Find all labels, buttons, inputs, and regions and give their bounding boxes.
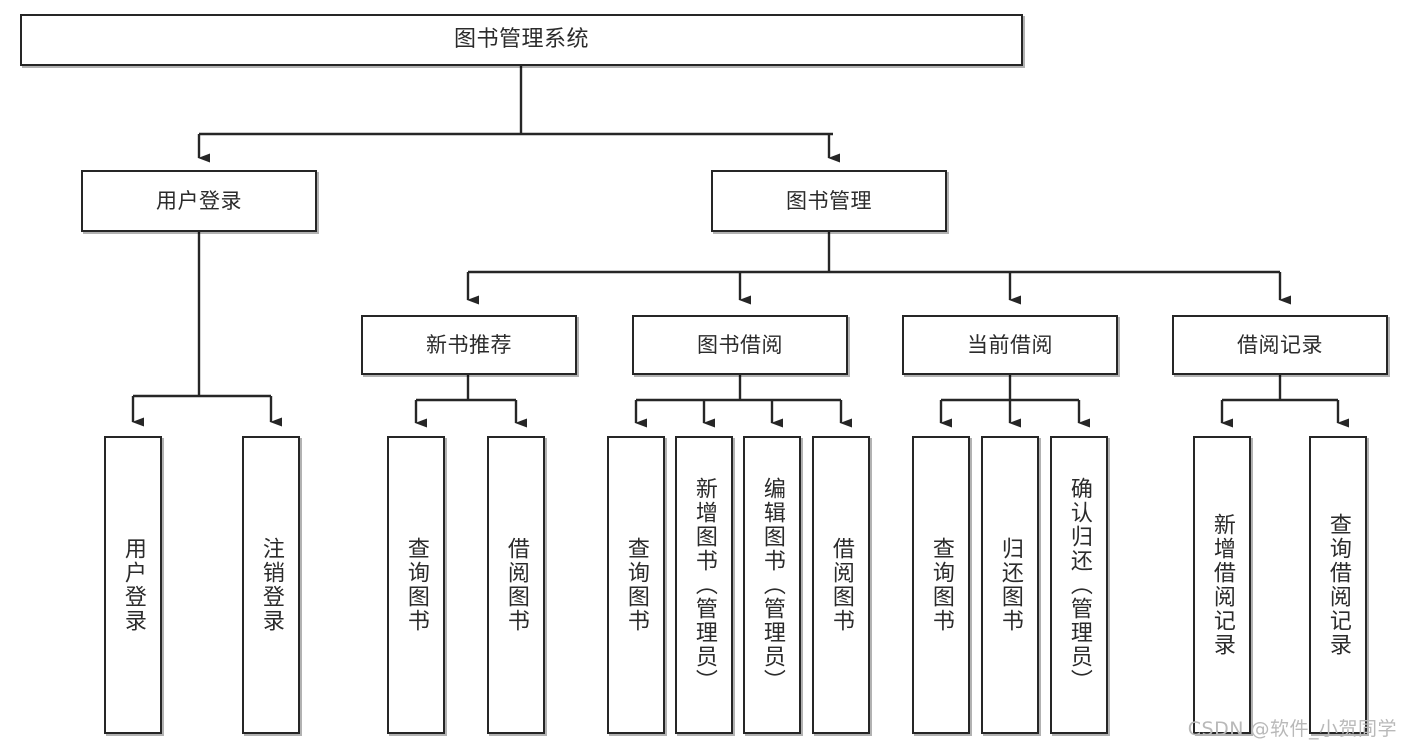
- leaf-new-book-borrow-books[interactable]: 借阅图书: [487, 436, 545, 734]
- node-borrow-records[interactable]: 借阅记录: [1172, 315, 1388, 375]
- node-label: 查询图书: [403, 537, 429, 633]
- node-current-borrow[interactable]: 当前借阅: [902, 315, 1118, 375]
- node-label: 新增图书（管理员）: [691, 477, 717, 693]
- node-root-book-management-system[interactable]: 图书管理系统: [20, 14, 1023, 66]
- node-label: 注销登录: [258, 537, 284, 633]
- node-label: 图书管理: [786, 188, 872, 213]
- node-label: 新增借阅记录: [1209, 513, 1235, 657]
- leaf-borrow-records-add-record[interactable]: 新增借阅记录: [1193, 436, 1251, 734]
- node-label: 新书推荐: [426, 332, 512, 357]
- leaf-current-borrow-confirm-return-admin[interactable]: 确认归还（管理员）: [1050, 436, 1108, 734]
- csdn-watermark: CSDN @软件_小贺同学: [1187, 718, 1397, 740]
- leaf-book-borrow-add-book-admin[interactable]: 新增图书（管理员）: [675, 436, 733, 734]
- node-label: 查询图书: [928, 537, 954, 633]
- node-label: 确认归还（管理员）: [1066, 477, 1092, 693]
- node-label: 查询图书: [623, 537, 649, 633]
- node-label: 借阅记录: [1237, 332, 1323, 357]
- node-label: 图书管理系统: [453, 26, 589, 52]
- node-label: 当前借阅: [967, 332, 1053, 357]
- leaf-borrow-records-query-record[interactable]: 查询借阅记录: [1309, 436, 1367, 734]
- leaf-user-login-login[interactable]: 用户登录: [104, 436, 162, 734]
- leaf-user-login-logout[interactable]: 注销登录: [242, 436, 300, 734]
- node-label: 查询借阅记录: [1325, 513, 1351, 657]
- node-user-login[interactable]: 用户登录: [81, 170, 317, 232]
- leaf-new-book-query-books[interactable]: 查询图书: [387, 436, 445, 734]
- node-book-management[interactable]: 图书管理: [711, 170, 947, 232]
- leaf-book-borrow-query-books[interactable]: 查询图书: [607, 436, 665, 734]
- node-label: 编辑图书（管理员）: [759, 477, 785, 693]
- node-label: 借阅图书: [503, 537, 529, 633]
- leaf-current-borrow-query-books[interactable]: 查询图书: [912, 436, 970, 734]
- leaf-current-borrow-return-books[interactable]: 归还图书: [981, 436, 1039, 734]
- node-label: 归还图书: [997, 537, 1023, 633]
- leaf-book-borrow-edit-book-admin[interactable]: 编辑图书（管理员）: [743, 436, 801, 734]
- node-label: 用户登录: [120, 537, 146, 633]
- node-new-book-recommendation[interactable]: 新书推荐: [361, 315, 577, 375]
- node-label: 借阅图书: [828, 537, 854, 633]
- leaf-book-borrow-borrow-books[interactable]: 借阅图书: [812, 436, 870, 734]
- node-book-borrow[interactable]: 图书借阅: [632, 315, 848, 375]
- node-label: 图书借阅: [697, 332, 783, 357]
- node-label: 用户登录: [156, 188, 242, 213]
